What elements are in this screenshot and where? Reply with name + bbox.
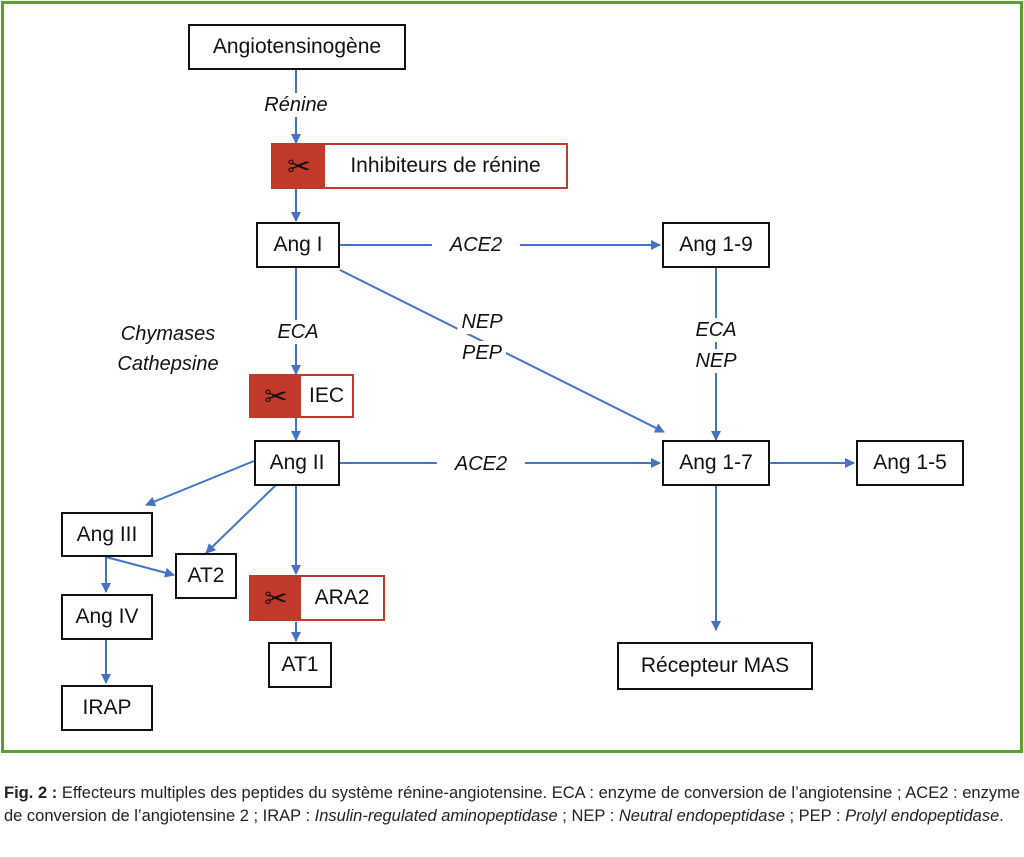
enzyme-ace2-mid: ACE2 bbox=[436, 452, 526, 476]
enzyme-nep-right: NEP bbox=[691, 349, 741, 373]
enzyme-chymases: Chymases bbox=[120, 323, 216, 345]
node-ang17: Ang 1-7 bbox=[662, 440, 770, 486]
node-ang1: Ang I bbox=[256, 222, 340, 268]
caption-nep-full: Neutral endopeptidase bbox=[618, 807, 785, 825]
caption-irap-full: Insulin-regulated aminopeptidase bbox=[314, 807, 558, 825]
figure-caption: Fig. 2 : Effecteurs multiples des peptid… bbox=[4, 782, 1020, 828]
enzyme-cathepsine: Cathepsine bbox=[117, 353, 219, 375]
enzyme-eca-right: ECA bbox=[691, 318, 741, 342]
enzyme-renine: Rénine bbox=[260, 93, 332, 117]
inhibitor-ara2: ✂ ARA2 bbox=[249, 575, 385, 621]
node-irap: IRAP bbox=[61, 685, 153, 731]
node-ang3: Ang III bbox=[61, 512, 153, 557]
node-recepteur-mas: Récepteur MAS bbox=[617, 642, 813, 690]
caption-text: Effecteurs multiples des peptides du sys… bbox=[4, 784, 1020, 825]
arrow-ang2-ang3 bbox=[145, 460, 255, 507]
caption-fig-label: Fig. 2 : bbox=[4, 784, 58, 802]
inhibitor-iec: ✂ IEC bbox=[249, 374, 354, 418]
inhibitor-renine-label: Inhibiteurs de rénine bbox=[350, 154, 541, 177]
arrow-ang2-at2 bbox=[205, 482, 279, 554]
enzyme-nep: NEP bbox=[457, 310, 507, 334]
scissors-icon: ✂ bbox=[251, 376, 301, 416]
arrow-ang3-at2 bbox=[105, 556, 175, 578]
enzyme-ace2-top: ACE2 bbox=[431, 233, 521, 257]
caption-text: . bbox=[999, 807, 1004, 825]
caption-text: ; PEP : bbox=[784, 807, 846, 825]
diagram-area: Angiotensinogène Ang I Ang 1-9 Ang II An… bbox=[1, 1, 1023, 753]
node-at1: AT1 bbox=[268, 642, 332, 688]
node-angiotensinogen: Angiotensinogène bbox=[188, 24, 406, 70]
node-ang4: Ang IV bbox=[61, 594, 153, 640]
inhibitor-iec-label: IEC bbox=[308, 384, 344, 407]
node-at2: AT2 bbox=[175, 553, 237, 599]
caption-pep-full: Prolyl endopeptidase bbox=[845, 807, 1000, 825]
inhibitor-ara2-label: ARA2 bbox=[314, 586, 370, 609]
caption-text: ; NEP : bbox=[557, 807, 619, 825]
inhibitor-renine: ✂ Inhibiteurs de rénine bbox=[271, 143, 568, 189]
diagram-lines bbox=[1, 1, 1023, 753]
enzyme-eca: ECA bbox=[273, 320, 323, 344]
scissors-icon: ✂ bbox=[251, 577, 301, 619]
scissors-icon: ✂ bbox=[273, 145, 325, 187]
node-ang15: Ang 1-5 bbox=[856, 440, 964, 486]
node-ang19: Ang 1-9 bbox=[662, 222, 770, 268]
frame-border bbox=[1, 1, 1023, 753]
node-ang2: Ang II bbox=[254, 440, 340, 486]
enzyme-pep: PEP bbox=[457, 341, 507, 365]
